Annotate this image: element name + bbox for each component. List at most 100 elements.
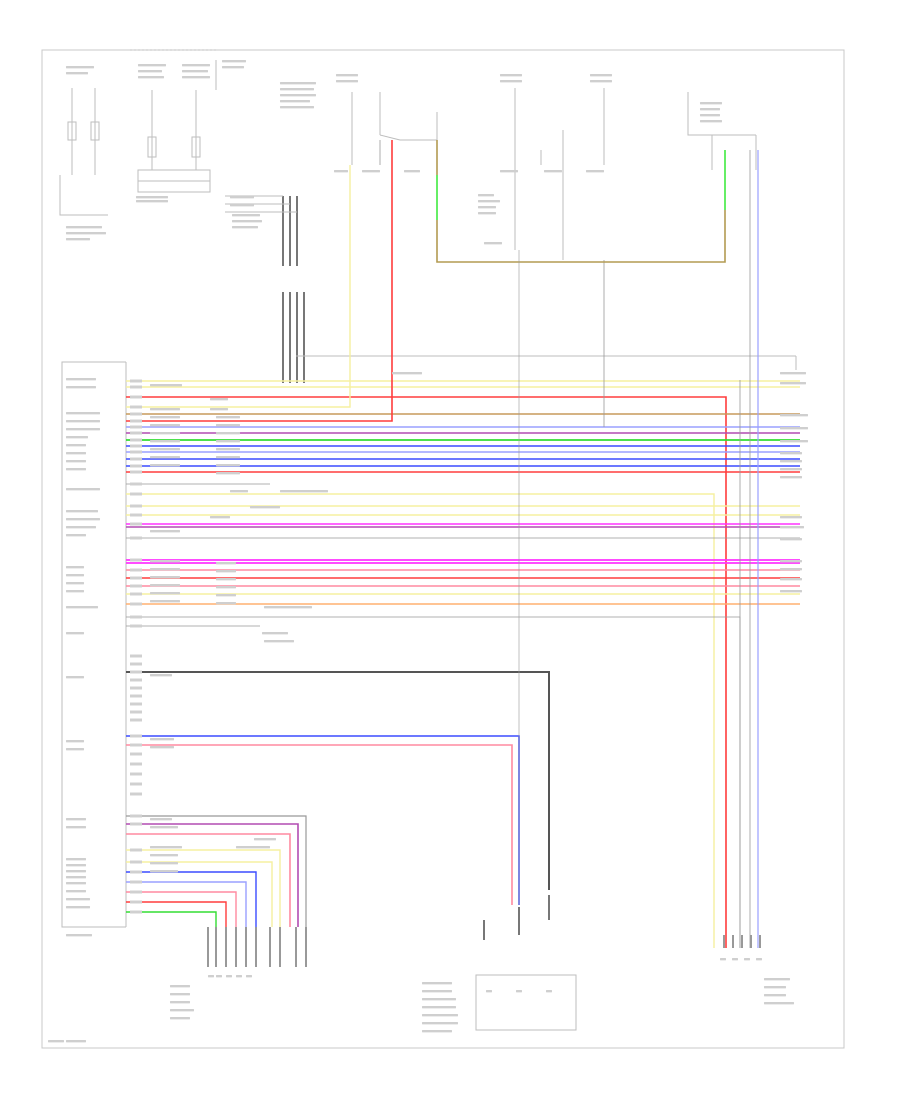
- faint-label: [66, 826, 86, 829]
- faint-label: [66, 72, 88, 75]
- faint-label: [216, 456, 240, 459]
- faint-label: [478, 200, 500, 203]
- faint-label: [150, 424, 180, 427]
- faint-label: [216, 562, 236, 565]
- wire-green: [126, 911, 217, 927]
- pin-label: [130, 743, 142, 747]
- faint-label: [150, 854, 178, 857]
- wire-yellow: [126, 493, 715, 948]
- faint-label: [216, 432, 240, 435]
- faint-label: [764, 986, 786, 989]
- pin-label: [130, 822, 142, 826]
- faint-label: [66, 232, 106, 235]
- top-middle-switches: [351, 88, 757, 250]
- faint-label: [222, 66, 244, 69]
- pin-label: [130, 504, 142, 508]
- faint-label: [732, 958, 738, 961]
- faint-label: [486, 990, 492, 993]
- faint-label: [764, 1002, 794, 1005]
- faint-label: [236, 975, 242, 978]
- faint-label: [150, 826, 178, 829]
- connector-stack-upper: [282, 196, 305, 383]
- faint-label: [230, 204, 254, 207]
- faint-label: [700, 102, 722, 105]
- bottom-left-connector: [207, 927, 307, 967]
- faint-label: [216, 472, 240, 475]
- faint-label: [216, 594, 236, 597]
- pin-label: [130, 654, 142, 658]
- faint-label: [170, 985, 190, 988]
- faint-label: [422, 998, 456, 1001]
- faint-label: [182, 76, 210, 79]
- pin-label: [130, 694, 142, 698]
- faint-label: [66, 412, 100, 415]
- faint-label: [208, 975, 214, 978]
- wire-pink: [126, 891, 237, 927]
- faint-label: [138, 64, 166, 67]
- faint-label: [236, 846, 270, 849]
- faint-label: [66, 66, 94, 69]
- faint-label: [422, 982, 452, 985]
- faint-label: [216, 975, 222, 978]
- faint-label: [780, 476, 802, 479]
- faint-label: [422, 1022, 458, 1025]
- faint-label: [170, 1009, 194, 1012]
- faint-label: [484, 242, 502, 245]
- top-left-components: [59, 49, 217, 216]
- pin-label: [130, 670, 142, 674]
- pin-label: [130, 615, 142, 619]
- faint-label: [150, 408, 180, 411]
- faint-label: [422, 990, 452, 993]
- faint-label: [544, 170, 562, 173]
- pin-label: [130, 379, 142, 383]
- faint-label: [216, 570, 236, 573]
- faint-label: [232, 214, 260, 217]
- faint-label: [216, 602, 236, 605]
- faint-label: [392, 372, 422, 375]
- faint-label: [780, 414, 808, 417]
- pin-label: [130, 702, 142, 706]
- pin-label: [130, 782, 142, 786]
- faint-label: [280, 82, 316, 85]
- wire-group: [126, 140, 800, 948]
- faint-label: [66, 676, 84, 679]
- pin-label: [130, 425, 142, 429]
- faint-label: [780, 452, 802, 455]
- faint-label: [170, 993, 190, 996]
- pin-label: [130, 405, 142, 409]
- faint-label: [66, 740, 84, 743]
- faint-label: [478, 212, 496, 215]
- faint-label: [66, 468, 86, 471]
- faint-label: [66, 890, 86, 893]
- faint-label: [280, 88, 314, 91]
- faint-label: [66, 226, 102, 229]
- faint-label: [150, 464, 180, 467]
- faint-label: [66, 488, 100, 491]
- faint-label: [150, 432, 180, 435]
- faint-label: [150, 448, 180, 451]
- faint-label: [210, 398, 228, 401]
- faint-label: [700, 108, 720, 111]
- module-pins: [130, 379, 142, 914]
- faint-label: [264, 606, 312, 609]
- faint-label: [422, 1006, 456, 1009]
- faint-label: [590, 74, 612, 77]
- pin-label: [130, 558, 142, 562]
- pin-label: [130, 576, 142, 580]
- faint-label: [66, 566, 84, 569]
- faint-label: [362, 170, 380, 173]
- faint-label: [66, 632, 84, 635]
- diagram-frame: [41, 49, 845, 1049]
- faint-label: [216, 578, 236, 581]
- pin-label: [130, 752, 142, 756]
- faint-label: [66, 818, 86, 821]
- faint-label: [780, 568, 802, 571]
- pin-label: [130, 848, 142, 852]
- pin-label: [130, 718, 142, 722]
- faint-label: [138, 70, 162, 73]
- faint-label: [780, 440, 808, 443]
- faint-label: [66, 460, 86, 463]
- faint-label: [780, 538, 802, 541]
- faint-label: [66, 526, 96, 529]
